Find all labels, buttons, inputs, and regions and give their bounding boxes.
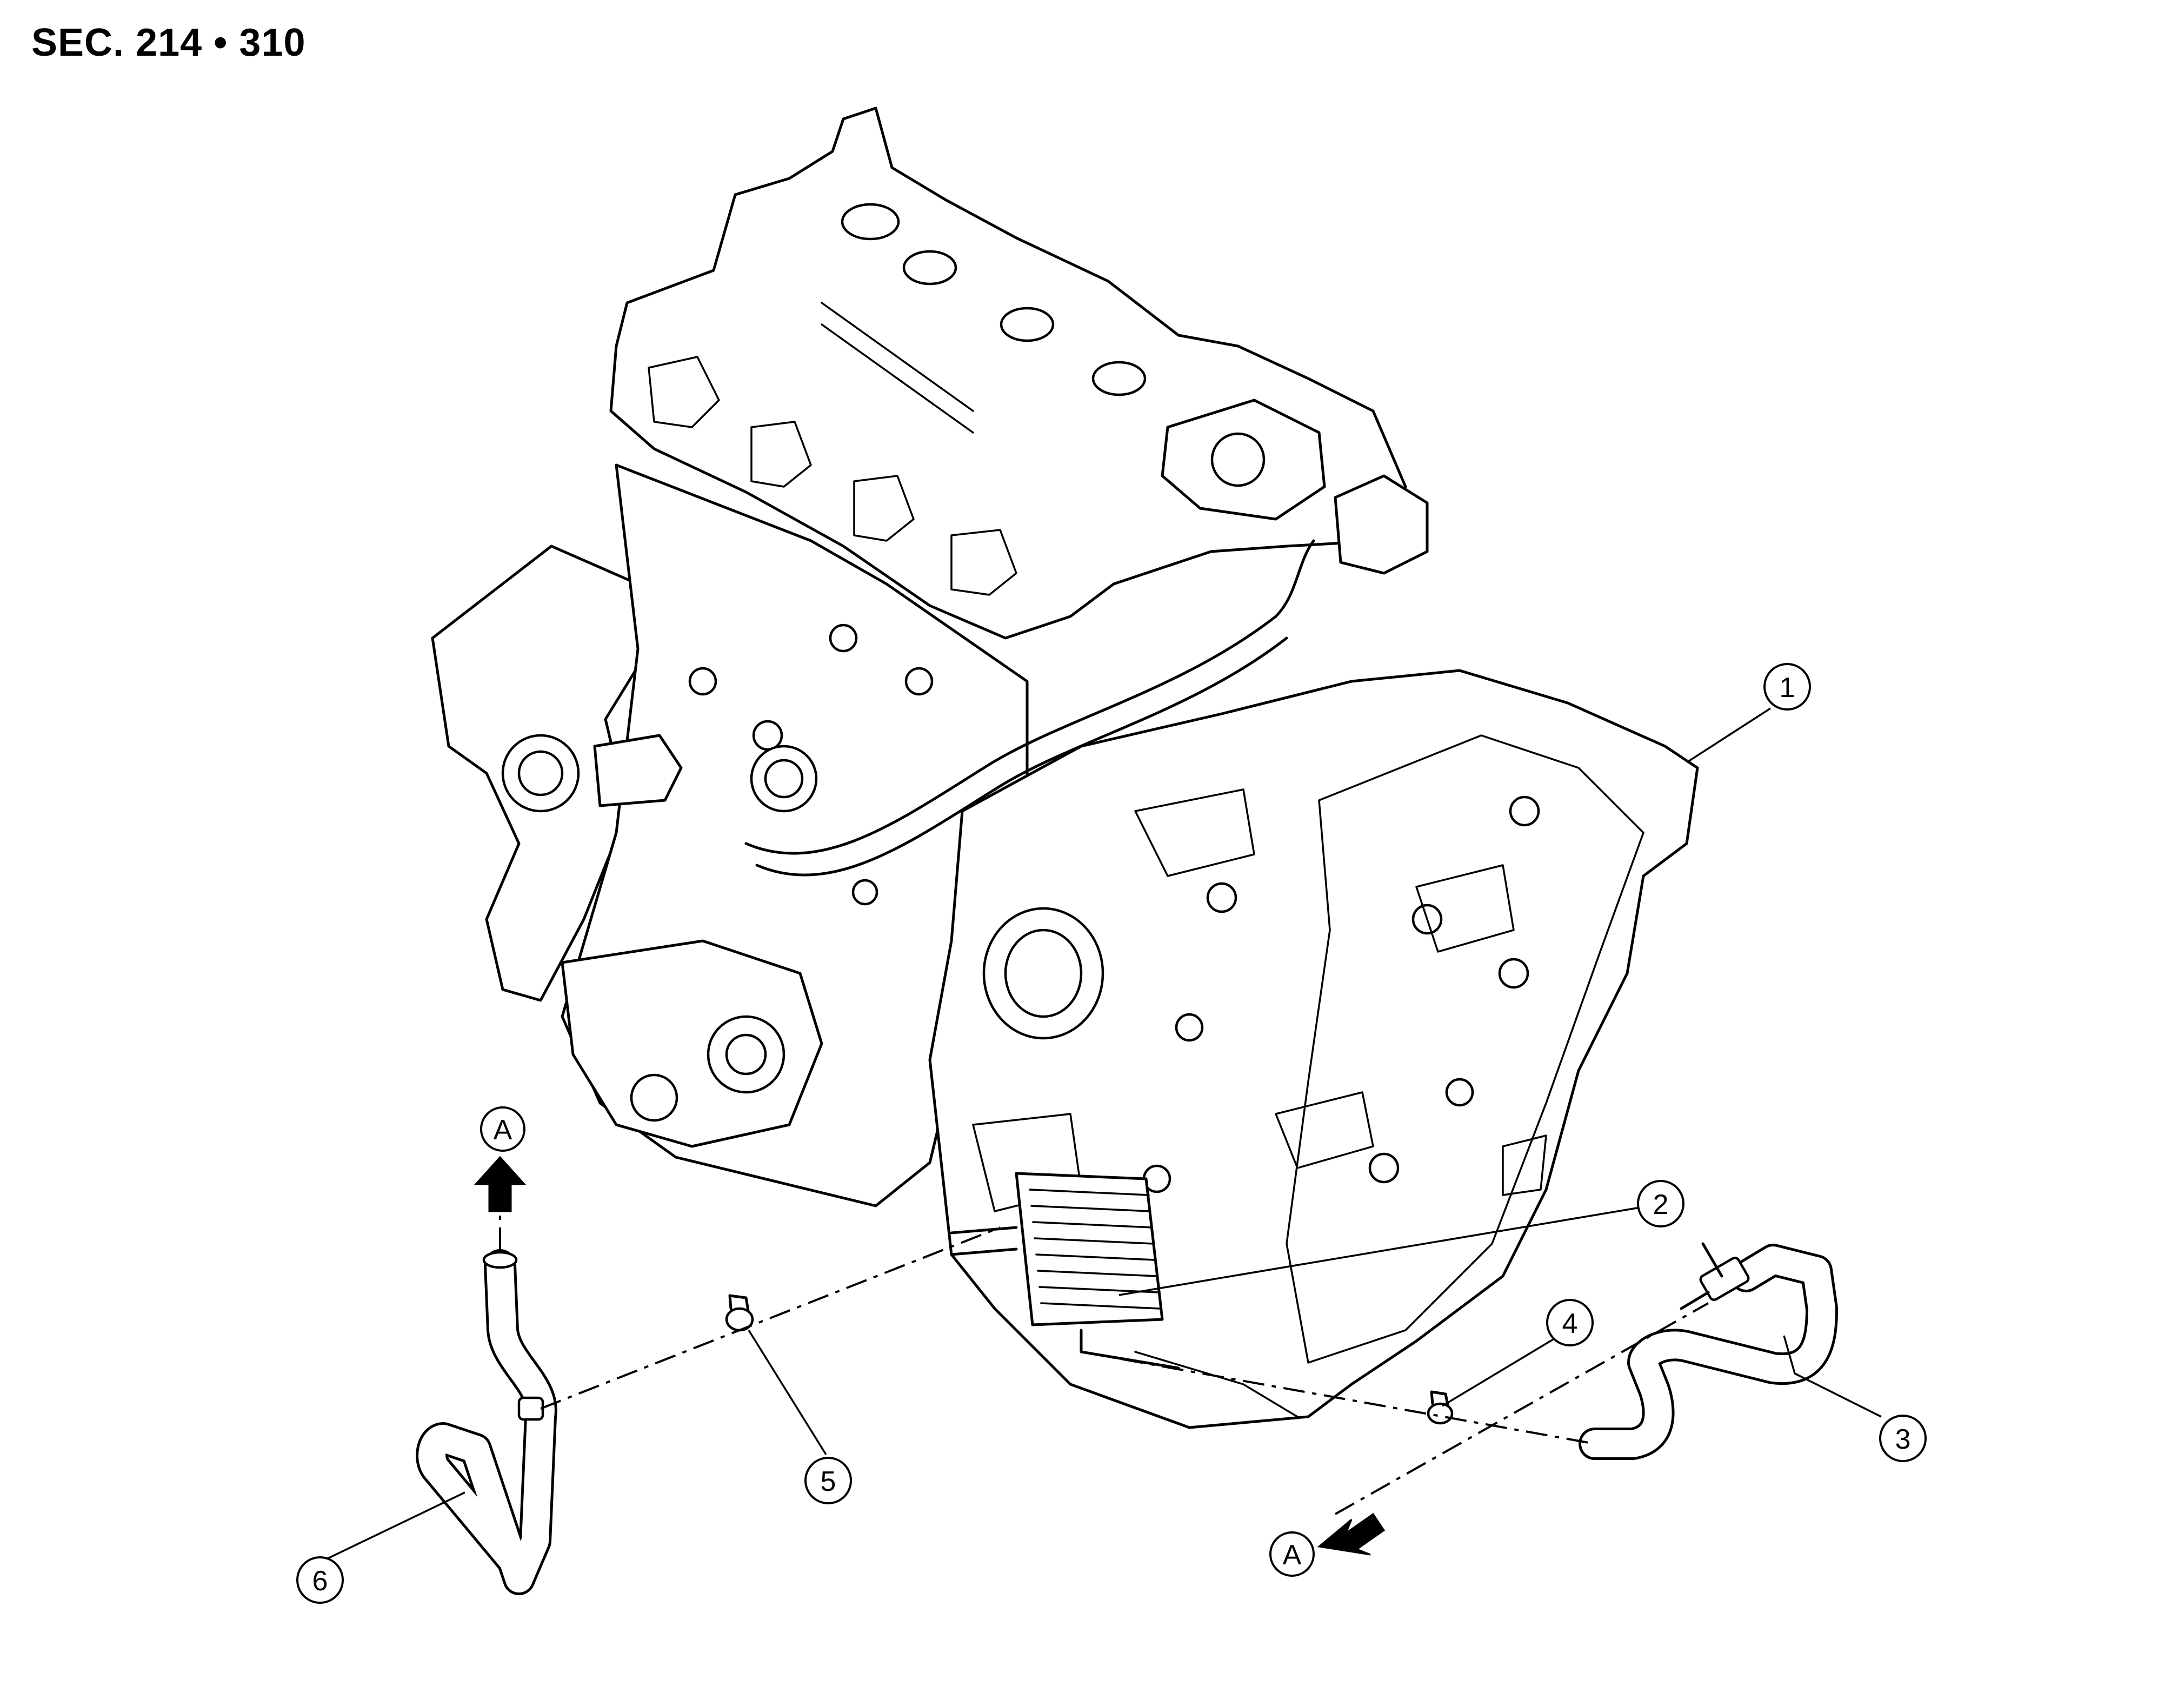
marker-a-top: A <box>480 1106 525 1152</box>
water-hose-6 <box>416 1249 557 1595</box>
leader-lines <box>323 707 1882 1562</box>
direction-arrow-a-up <box>474 1156 527 1212</box>
hose-clamp-4 <box>1427 1390 1454 1425</box>
svg-text:A: A <box>494 1114 512 1146</box>
hose-clamp-5 <box>725 1294 754 1332</box>
section-reference: SEC. 214 • 310 <box>31 21 306 64</box>
marker-a-bottom: A <box>1269 1531 1315 1577</box>
svg-text:6: 6 <box>312 1565 328 1597</box>
assembly-lines <box>499 1211 1709 1515</box>
callout-4: 4 <box>1546 1299 1594 1346</box>
callout-3: 3 <box>1879 1415 1927 1462</box>
oil-cooler <box>950 1172 1180 1370</box>
callout-2: 2 <box>1637 1180 1684 1227</box>
svg-text:5: 5 <box>821 1466 836 1497</box>
svg-text:4: 4 <box>1562 1308 1578 1339</box>
svg-text:3: 3 <box>1895 1424 1911 1455</box>
svg-text:1: 1 <box>1780 672 1795 704</box>
svg-text:2: 2 <box>1653 1189 1669 1220</box>
callout-5: 5 <box>804 1457 852 1504</box>
water-hose-3 <box>1579 1242 1838 1460</box>
callout-1: 1 <box>1763 663 1811 711</box>
svg-text:A: A <box>1283 1539 1302 1571</box>
callout-6: 6 <box>296 1556 344 1604</box>
direction-arrow-a-down <box>1317 1512 1386 1556</box>
